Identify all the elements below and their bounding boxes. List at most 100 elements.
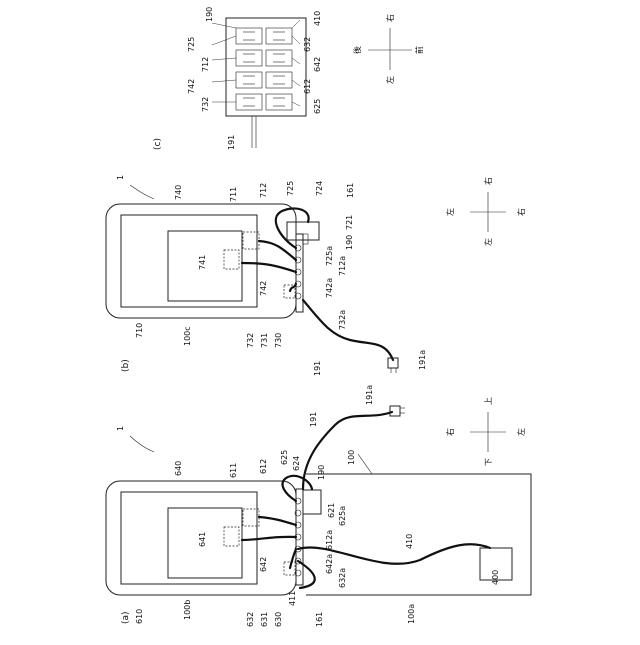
direction-up-label: 上 — [484, 397, 493, 405]
label-724: 724 — [315, 181, 324, 196]
leader — [212, 58, 236, 60]
label-742a: 742a — [325, 278, 334, 298]
block-621 — [303, 490, 321, 514]
label-710: 710 — [135, 323, 144, 338]
label-625a: 625a — [338, 506, 347, 526]
leader — [212, 23, 236, 28]
ref-1-label-b: 1 — [116, 175, 125, 180]
label-621: 621 — [327, 503, 336, 518]
module-741 — [224, 250, 239, 269]
label-100a: 100a — [407, 604, 416, 624]
direction-left-label: 左 — [385, 76, 395, 84]
figure-b-label: (b) — [121, 359, 131, 372]
ref-1-label: 1 — [116, 426, 125, 431]
leader — [292, 20, 300, 28]
label-411: 411 — [288, 591, 297, 606]
label-640: 640 — [174, 461, 183, 476]
label-191a-b: 191a — [418, 350, 427, 370]
outlet-slot — [236, 94, 262, 110]
figure-c: 後 前 右 左 (c) 190 725 712 742 732 191 410 … — [153, 7, 424, 150]
leader — [292, 80, 300, 86]
label-712-c: 712 — [201, 57, 210, 72]
label-625: 625 — [280, 450, 289, 465]
label-642: 642 — [259, 557, 268, 572]
direction-right-label: 右 — [445, 428, 455, 436]
label-725: 725 — [286, 181, 295, 196]
label-400: 400 — [491, 570, 500, 585]
direction-right-label: 右 — [385, 14, 395, 22]
outlet-slot — [236, 72, 262, 88]
outlet-slot — [266, 28, 292, 44]
label-191-b: 191 — [313, 361, 322, 376]
module-641 — [224, 527, 239, 546]
label-712: 712 — [259, 183, 268, 198]
leader-100 — [358, 454, 372, 474]
block-724 — [303, 234, 308, 244]
leader — [212, 80, 236, 82]
leader — [292, 36, 300, 44]
label-631: 631 — [260, 612, 269, 627]
cable-612 — [259, 517, 296, 525]
label-191-c: 191 — [227, 135, 236, 150]
label-641: 641 — [198, 532, 207, 547]
cable-725 — [276, 208, 309, 248]
outlet-slot — [266, 50, 292, 66]
label-100c: 100c — [183, 326, 192, 346]
label-100: 100 — [347, 450, 356, 465]
label-731: 731 — [260, 333, 269, 348]
direction-left-label: 左 — [445, 208, 455, 216]
label-630: 630 — [274, 612, 283, 627]
label-642a: 642a — [325, 554, 334, 574]
label-732: 732 — [246, 333, 255, 348]
direction-right-label-top: 右 — [483, 177, 493, 185]
direction-back-label: 後 — [352, 46, 362, 54]
direction-indicator-a: 右 左 上 下 — [445, 397, 526, 466]
label-190-c: 190 — [205, 7, 214, 22]
cable-625 — [283, 476, 312, 501]
label-612: 612 — [259, 459, 268, 474]
label-732a: 732a — [338, 310, 347, 330]
label-742-c: 742 — [187, 79, 196, 94]
label-632: 632 — [246, 612, 255, 627]
leader — [292, 102, 300, 106]
label-721: 721 — [345, 215, 354, 230]
panel-100c — [121, 215, 257, 307]
label-612a: 612a — [325, 530, 334, 550]
direction-left-label-bottom: 左 — [483, 238, 493, 246]
figure-c-label: (c) — [153, 138, 163, 150]
direction-down-label: 下 — [484, 458, 493, 466]
label-712a: 712a — [338, 256, 347, 276]
outlet-slot — [266, 94, 292, 110]
plug-191a — [390, 406, 400, 416]
label-191: 191 — [309, 412, 318, 427]
label-632a: 632a — [338, 568, 347, 588]
label-190: 190 — [317, 465, 326, 480]
label-610: 610 — [135, 609, 144, 624]
label-191a: 191a — [365, 385, 374, 405]
direction-left-label: 左 — [516, 428, 526, 436]
direction-right-label: 右 — [516, 208, 526, 216]
label-725a: 725a — [325, 246, 334, 266]
label-730: 730 — [274, 333, 283, 348]
cable-642 — [242, 537, 296, 540]
label-642-c: 642 — [313, 57, 322, 72]
direction-indicator-c: 後 前 右 左 — [352, 14, 424, 84]
figure-b: 左 右 右 左 (b) 1 710 100c 732 731 730 740 7… — [106, 175, 526, 376]
figure-a: 右 左 上 下 (a) 1 610 100b 632 631 630 161 4… — [106, 385, 531, 627]
outlet-slot — [236, 28, 262, 44]
label-410: 410 — [405, 534, 414, 549]
label-625-c: 625 — [313, 99, 322, 114]
label-741: 741 — [198, 255, 207, 270]
label-410-c: 410 — [313, 11, 322, 26]
label-742: 742 — [259, 281, 268, 296]
label-740: 740 — [174, 185, 183, 200]
label-161: 161 — [346, 183, 355, 198]
label-161: 161 — [315, 612, 324, 627]
label-624: 624 — [292, 456, 301, 471]
leader — [212, 36, 236, 45]
direction-indicator-b: 左 右 右 左 — [445, 177, 526, 246]
label-190-b: 190 — [345, 235, 354, 250]
label-611: 611 — [229, 463, 238, 478]
leader — [292, 58, 300, 64]
